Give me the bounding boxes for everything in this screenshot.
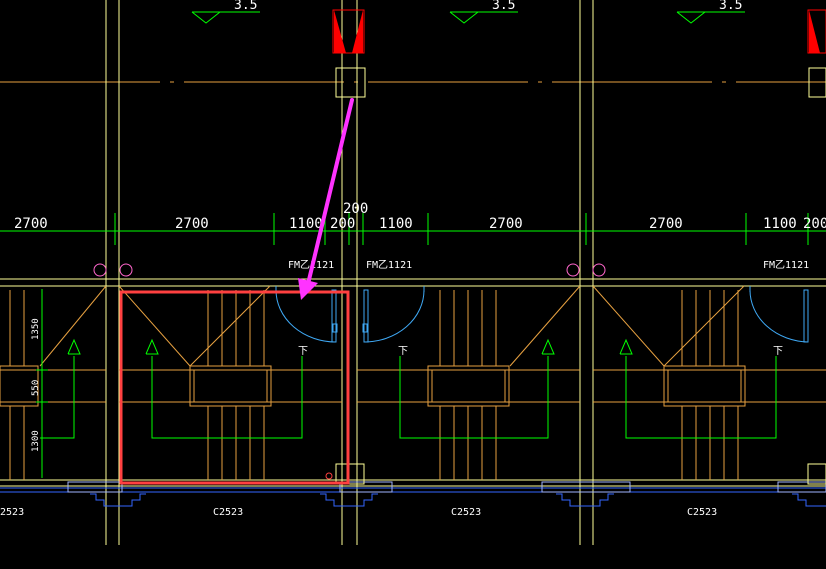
door-labels: FM乙1121 FM乙1121 FM乙1121 [288,259,809,271]
dim-text-5: 200 [343,201,368,217]
door-label-2: FM乙1121 [366,259,412,271]
window-band [0,487,826,507]
vertical-dimension [36,289,48,478]
window-labels: C2523 C2523 C2523 C2523 [0,507,717,518]
down-label-3: 下 [773,346,783,357]
dim-text-8: 2700 [649,216,683,232]
axis-circles [93,263,606,277]
dim-text-4: 200 [330,216,355,232]
stair-module-2 [357,285,581,480]
dim-text-6: 1100 [379,216,413,232]
dim-text-7: 2700 [489,216,523,232]
vdim-text-3: 1300 [31,430,41,452]
vdim-text-2: 550 [31,380,41,396]
elevation-label-3: 3.5 [719,0,742,13]
down-labels: 下 下 下 [298,346,783,357]
section-marker-1 [332,9,365,54]
stair-direction-arrows [40,338,777,439]
down-label-2: 下 [398,346,408,357]
window-label-4: C2523 [687,507,717,518]
annotation-arrow [298,98,354,300]
highlight-grip-dot [325,472,333,480]
corridor-walls [0,278,826,487]
window-label-1: C2523 [0,507,24,518]
window-frames [67,481,826,493]
dim-text-3: 1100 [289,216,323,232]
dim-text-9: 1100 [763,216,797,232]
window-label-3: C2523 [451,507,481,518]
dimension-texts: 2700 2700 1100 200 200 1100 2700 2700 11… [14,201,826,232]
dim-text-1: 2700 [14,216,48,232]
dim-text-10: 200 [803,216,826,232]
down-label-1: 下 [298,346,308,357]
dimension-line [0,213,826,245]
stair-module-1 [118,285,342,480]
highlight-selection-rect[interactable] [119,290,350,485]
window-label-2: C2523 [213,507,243,518]
stair-module-left-partial [0,285,107,480]
section-marker-2 [807,9,826,54]
stair-module-3 [592,285,826,480]
elevation-label-2: 3.5 [492,0,515,13]
column-stubs [335,463,826,485]
vdim-text-1: 1350 [31,318,41,340]
wall-columns [105,0,826,545]
elevation-markers [191,11,745,24]
door-swings [275,286,809,343]
elevation-label-1: 3.5 [234,0,257,13]
door-label-3: FM乙1121 [763,259,809,271]
dim-text-2: 2700 [175,216,209,232]
